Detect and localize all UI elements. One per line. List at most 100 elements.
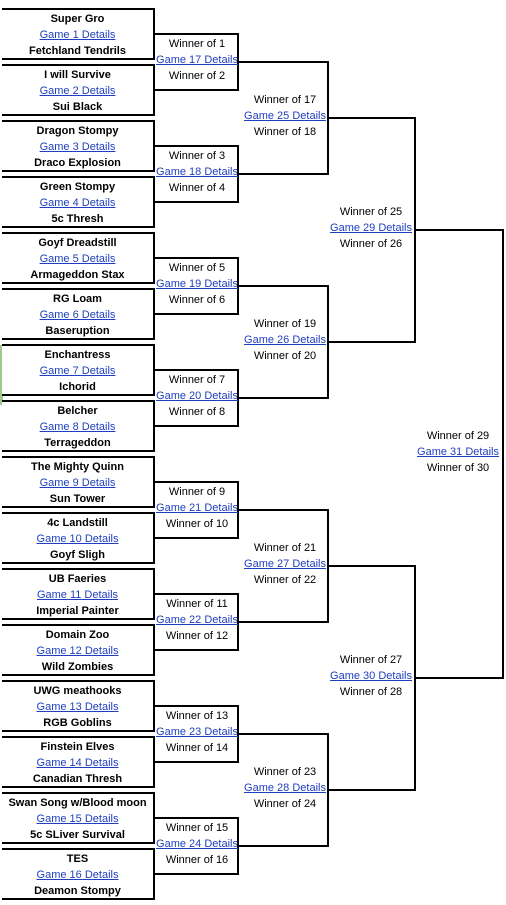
team-top: Dragon Stompy: [36, 125, 119, 137]
game-details-link[interactable]: Game 12 Details: [36, 645, 119, 657]
bracket-line: [153, 705, 239, 707]
game-details-link[interactable]: Game 16 Details: [36, 869, 119, 881]
bracket-line: [153, 761, 239, 763]
game-details-link[interactable]: Game 18 Details: [156, 166, 238, 178]
bracket-slot-bottom: Winner of 30: [426, 462, 490, 474]
game-details-link[interactable]: Game 4 Details: [39, 197, 116, 209]
bracket-slot-bottom: Winner of 26: [339, 238, 403, 250]
bracket-slot-top: Winner of 23: [253, 766, 317, 778]
game-details-link[interactable]: Game 6 Details: [39, 309, 116, 321]
bracket-line: [153, 649, 239, 651]
bracket-line: [327, 341, 416, 343]
game-details-link[interactable]: Game 1 Details: [39, 29, 116, 41]
bracket-slot-top: Winner of 1: [168, 38, 226, 50]
bracket-slot-top: Winner of 25: [339, 206, 403, 218]
team-bottom: RGB Goblins: [43, 717, 112, 729]
team-top: Goyf Dreadstill: [38, 237, 117, 249]
game-details-link[interactable]: Game 13 Details: [36, 701, 119, 713]
team-bottom: Draco Explosion: [34, 157, 121, 169]
bracket-slot-top: Winner of 11: [166, 598, 228, 610]
game-details-link[interactable]: Game 3 Details: [39, 141, 116, 153]
bracket-line: [237, 397, 329, 399]
bracket-line: [237, 61, 329, 63]
bracket-slot-bottom: Winner of 22: [253, 574, 317, 586]
bracket-slot-top: Winner of 17: [253, 94, 317, 106]
game-details-link[interactable]: Game 7 Details: [39, 365, 116, 377]
game-details-link[interactable]: Game 24 Details: [156, 838, 238, 850]
game-details-link[interactable]: Game 2 Details: [39, 85, 116, 97]
team-top: Domain Zoo: [45, 629, 110, 641]
bracket-slot-top: Winner of 13: [165, 710, 229, 722]
game-details-link[interactable]: Game 27 Details: [244, 558, 326, 570]
bracket-line: [153, 313, 239, 315]
team-top: I will Survive: [44, 69, 111, 81]
game-details-link[interactable]: Game 17 Details: [156, 54, 238, 66]
bracket-slot-top: Winner of 21: [253, 542, 317, 554]
bracket-slot-top: Winner of 5: [168, 262, 226, 274]
bracket-line: [153, 89, 239, 91]
team-bottom: Ichorid: [59, 381, 96, 393]
bracket-slot-bottom: Winner of 28: [339, 686, 403, 698]
bracket-slot-top: Winner of 15: [165, 822, 229, 834]
bracket-line: [502, 229, 504, 679]
game-details-link[interactable]: Game 31 Details: [417, 446, 499, 458]
game-details-link[interactable]: Game 15 Details: [36, 813, 119, 825]
bracket-slot-bottom: Winner of 4: [168, 182, 226, 194]
game-details-link[interactable]: Game 8 Details: [39, 421, 116, 433]
game-details-link[interactable]: Game 29 Details: [330, 222, 412, 234]
bracket-line: [237, 173, 329, 175]
bracket-line: [153, 537, 239, 539]
game-details-link[interactable]: Game 23 Details: [156, 726, 238, 738]
bracket-slot-bottom: Winner of 10: [165, 518, 229, 530]
page-edge-accent: [0, 345, 3, 405]
team-bottom: Canadian Thresh: [32, 773, 123, 785]
bracket-slot-bottom: Winner of 24: [253, 798, 317, 810]
game-details-link[interactable]: Game 28 Details: [244, 782, 326, 794]
game-details-link[interactable]: Game 26 Details: [244, 334, 326, 346]
game-details-link[interactable]: Game 21 Details: [156, 502, 238, 514]
bracket-slot-top: Winner of 3: [168, 150, 226, 162]
bracket-line: [414, 677, 504, 679]
game-details-link[interactable]: Game 20 Details: [156, 390, 238, 402]
game-details-link[interactable]: Game 9 Details: [39, 477, 116, 489]
team-top: 4c Landstill: [47, 517, 108, 529]
bracket-line: [153, 257, 239, 259]
game-details-link[interactable]: Game 22 Details: [156, 614, 238, 626]
game-details-link[interactable]: Game 25 Details: [244, 110, 326, 122]
team-top: Super Gro: [50, 13, 105, 25]
bracket-slot-bottom: Winner of 12: [165, 630, 229, 642]
team-top: Finstein Elves: [40, 741, 115, 753]
team-top: UWG meathooks: [33, 685, 122, 697]
bracket-line: [327, 117, 416, 119]
bracket-slot-top: Winner of 19: [253, 318, 317, 330]
bracket-line: [153, 33, 239, 35]
bracket-slot-bottom: Winner of 20: [253, 350, 317, 362]
bracket-slot-top: Winner of 7: [168, 374, 226, 386]
bracket-line: [153, 593, 239, 595]
team-bottom: 5c SLiver Survival: [30, 829, 125, 841]
game-details-link[interactable]: Game 19 Details: [156, 278, 238, 290]
bracket-line: [153, 425, 239, 427]
team-bottom: Baseruption: [45, 325, 110, 337]
team-bottom: Sui Black: [52, 101, 103, 113]
bracket-slot-bottom: Winner of 6: [168, 294, 226, 306]
bracket-line: [153, 873, 239, 875]
team-bottom: Terrageddon: [44, 437, 111, 449]
game-details-link[interactable]: Game 11 Details: [36, 589, 119, 601]
game-details-link[interactable]: Game 5 Details: [39, 253, 116, 265]
team-bottom: Sun Tower: [49, 493, 106, 505]
game-details-link[interactable]: Game 30 Details: [330, 670, 412, 682]
bracket-line: [237, 733, 329, 735]
game-details-link[interactable]: Game 14 Details: [36, 757, 119, 769]
game-details-link[interactable]: Game 10 Details: [36, 533, 119, 545]
